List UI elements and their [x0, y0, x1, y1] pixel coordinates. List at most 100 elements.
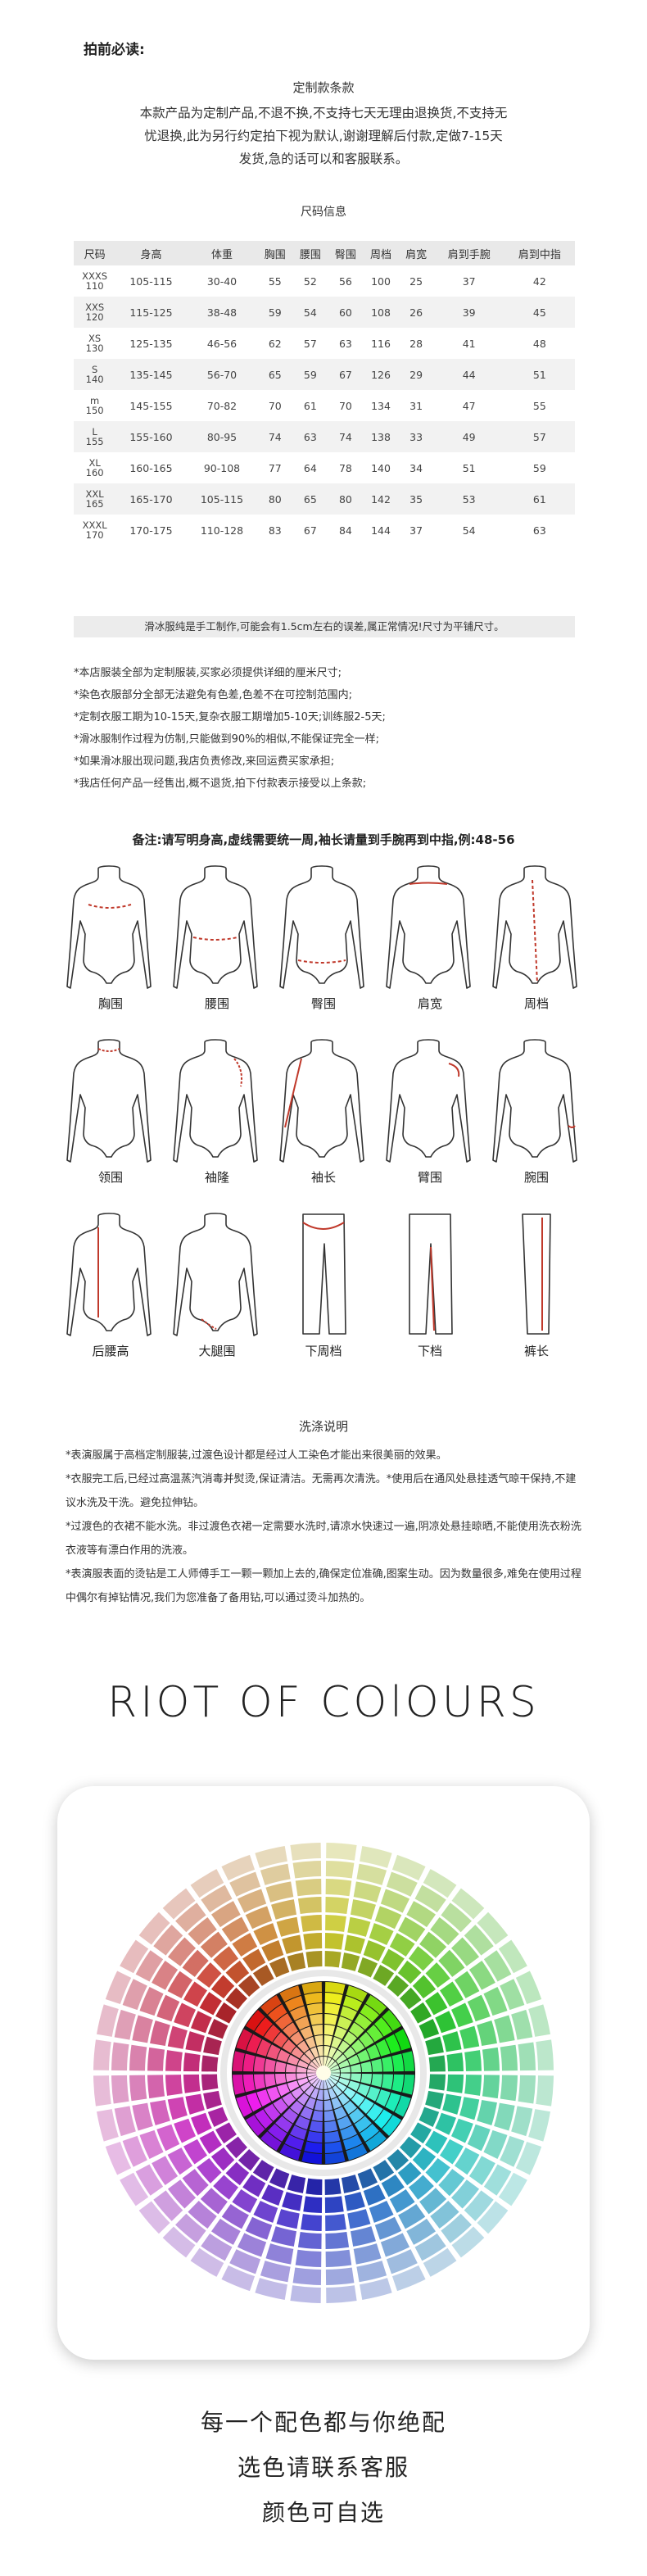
color-swatch: [317, 2089, 324, 2100]
table-cell: 33: [398, 421, 434, 452]
table-cell: 67: [303, 524, 317, 537]
color-swatch: [459, 2097, 480, 2120]
color-swatch: [229, 1871, 261, 1897]
color-swatch: [287, 2080, 300, 2092]
color-swatch: [200, 1931, 228, 1958]
color-swatch: [380, 2233, 410, 2257]
color-swatch: [381, 2056, 393, 2072]
color-swatch: [373, 1965, 395, 1986]
column-header: 肩到手腕: [433, 241, 504, 265]
color-swatch: [292, 2267, 322, 2285]
color-swatch: [185, 2031, 205, 2052]
color-swatch: [276, 2209, 300, 2229]
color-swatch: [338, 2077, 350, 2086]
color-swatch: [366, 2025, 383, 2043]
color-swatch: [360, 1846, 392, 1868]
table-cell: 61: [504, 483, 575, 515]
color-swatch: [221, 2203, 249, 2229]
color-swatch: [254, 2074, 266, 2090]
color-wheel-graphic: [93, 1843, 554, 2303]
color-swatch: [442, 2093, 462, 2115]
color-swatch: [428, 2055, 446, 2072]
color-swatch: [152, 1961, 179, 1990]
color-swatch: [309, 2076, 319, 2084]
table-cell: 65: [292, 483, 328, 515]
table-cell: 56-70: [186, 359, 258, 390]
color-swatch: [324, 2025, 336, 2036]
color-swatch: [167, 2179, 197, 2209]
color-swatch: [253, 2200, 278, 2223]
color-swatch: [203, 2090, 222, 2110]
color-swatch: [536, 2039, 554, 2070]
color-swatch: [357, 2168, 378, 2189]
color-swatch: [300, 2054, 311, 2065]
color-swatch: [211, 1901, 241, 1928]
color-swatch: [328, 2088, 337, 2099]
color-swatch: [341, 2175, 360, 2193]
color-swatch: [381, 1948, 405, 1971]
table-cell: 55: [268, 274, 282, 288]
table-cell: 47: [462, 399, 476, 412]
color-swatch: [394, 2029, 411, 2051]
color-swatch: [369, 1923, 394, 1946]
table-cell: 38-48: [186, 297, 258, 328]
table-cell: 108: [363, 297, 399, 328]
color-swatch: [310, 2047, 319, 2058]
color-swatch: [324, 2003, 341, 2016]
color-swatch: [406, 2218, 436, 2245]
color-swatch: [111, 2042, 129, 2071]
color-swatch: [162, 1888, 196, 1920]
color-swatch: [199, 1992, 222, 2016]
table-cell: 70: [338, 399, 352, 412]
color-swatch: [483, 1986, 508, 2016]
color-swatch: [356, 1863, 387, 1885]
color-swatch: [511, 2009, 533, 2040]
color-swatch: [305, 2178, 323, 2195]
color-swatch: [252, 1965, 274, 1986]
color-swatch: [279, 1985, 301, 2002]
color-swatch: [310, 2088, 319, 2099]
size-code: 165: [85, 498, 104, 510]
color-swatch: [324, 2079, 328, 2089]
table-cell: 59: [257, 297, 293, 328]
size-label: XXXL: [82, 519, 107, 531]
table-cell: 80: [257, 483, 293, 515]
color-swatch: [332, 2049, 342, 2061]
color-swatch: [438, 1949, 465, 1977]
color-swatch: [283, 2022, 298, 2038]
color-swatch: [425, 1992, 448, 2016]
color-swatch: [266, 2044, 281, 2060]
color-swatch: [237, 2233, 267, 2257]
color-swatch: [276, 1916, 300, 1937]
table-cell: 41: [462, 337, 476, 350]
wash-instructions: *表演服属于高档定制服装,过渡色设计都是经过人工染色才能出来很美丽的效果。 *衣…: [66, 1444, 581, 1610]
measurement-figure: 袖隆: [172, 1036, 262, 1186]
table-cell: 51: [462, 461, 476, 474]
color-swatch: [292, 1861, 322, 1879]
color-swatch: [347, 2080, 360, 2092]
table-cell: 83: [268, 524, 282, 537]
terms-line: 本款产品为定制产品,不退不换,不支持七天无理由退换货,不支持无: [139, 106, 508, 120]
color-swatch: [515, 1971, 542, 2005]
figure-label: 腕围: [523, 1170, 549, 1185]
color-swatch: [182, 2169, 209, 2197]
table-cell: 61: [303, 399, 317, 412]
color-swatch: [93, 2075, 111, 2107]
color-swatch: [342, 1995, 363, 2011]
color-swatch: [301, 1982, 323, 1994]
color-swatch: [397, 1960, 422, 1984]
color-swatch: [210, 1975, 235, 1999]
figure-label: 领围: [97, 1170, 123, 1185]
figure-label: 臂围: [417, 1170, 442, 1185]
body-outline-icon: [66, 1213, 152, 1336]
measurement-figure: 下档: [385, 1209, 475, 1359]
color-swatch: [139, 2129, 164, 2160]
color-swatch: [242, 2175, 266, 2197]
table-cell: 160-165: [129, 461, 173, 474]
table-cell: 44: [433, 359, 504, 390]
wash-title: 洗涤说明: [298, 1419, 348, 1434]
